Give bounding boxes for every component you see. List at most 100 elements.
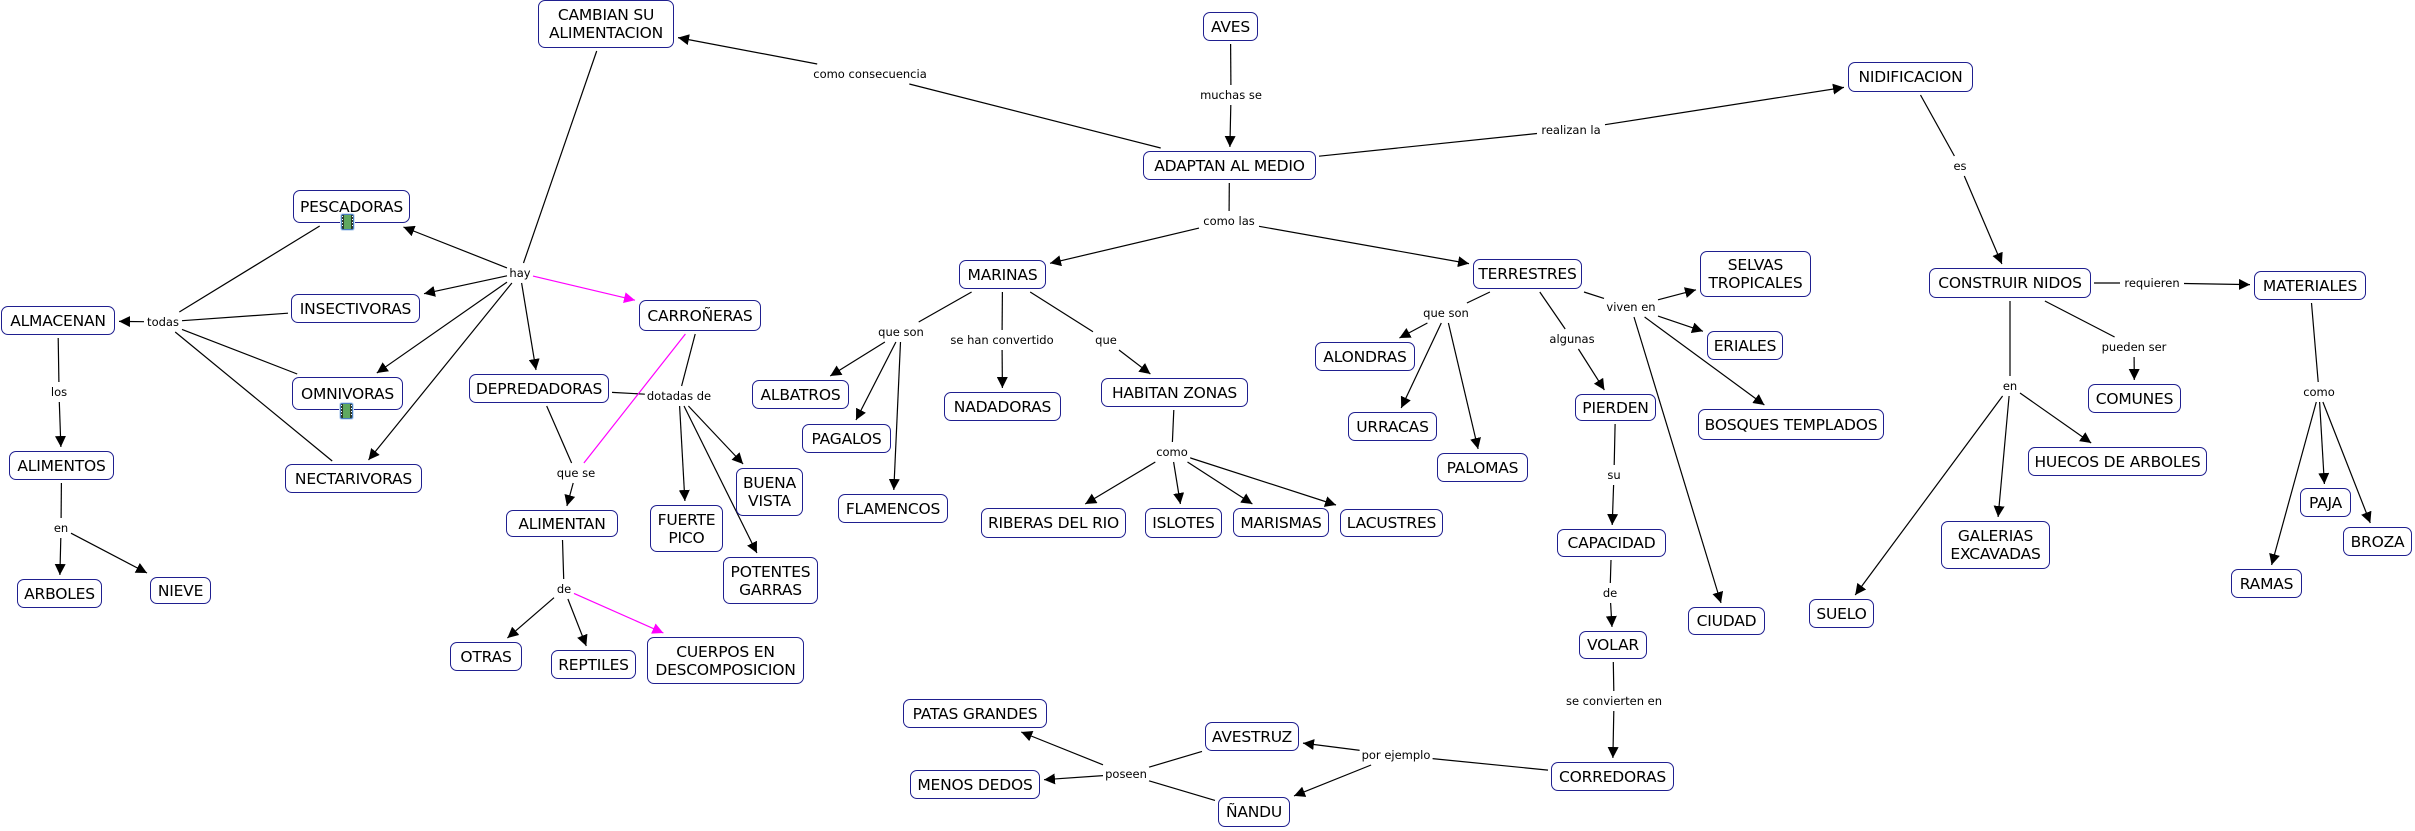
- concept-lacustres[interactable]: LACUSTRES: [1340, 509, 1443, 537]
- concept-patas[interactable]: PATAS GRANDES: [903, 699, 1047, 728]
- link-label-de-alim[interactable]: de: [554, 582, 574, 596]
- link-label-realizan[interactable]: realizan la: [1539, 123, 1603, 137]
- concept-cuerpos[interactable]: CUERPOS EN DESCOMPOSICION: [647, 637, 804, 684]
- concept-ramas[interactable]: RAMAS: [2231, 569, 2302, 598]
- concept-nandu[interactable]: ÑANDU: [1218, 797, 1290, 827]
- concept-flamencos[interactable]: FLAMENCOS: [838, 494, 948, 523]
- link-label-es[interactable]: es: [1951, 159, 1969, 173]
- link-label-consecuencia[interactable]: como consecuencia: [811, 67, 929, 81]
- link-label-los[interactable]: los: [48, 385, 70, 399]
- line-terrestres-to-l_que_son_t: [1466, 291, 1491, 304]
- link-label-su[interactable]: su: [1605, 468, 1623, 482]
- concept-islotes[interactable]: ISLOTES: [1145, 508, 1222, 538]
- arrow-l_como_mat-to-ramas: [2269, 401, 2317, 566]
- concept-alimentan[interactable]: ALIMENTAN: [506, 510, 618, 537]
- link-label-muchas[interactable]: muchas se: [1198, 88, 1264, 102]
- concept-materiales[interactable]: MATERIALES: [2254, 271, 2366, 300]
- concept-insectivoras[interactable]: INSECTIVORAS: [291, 294, 420, 323]
- concept-albatros[interactable]: ALBATROS: [752, 380, 849, 409]
- arrow-l_en_nidos-to-suelo: [1854, 395, 2004, 596]
- film-icon[interactable]: [340, 403, 353, 419]
- concept-selvas[interactable]: SELVAS TROPICALES: [1700, 251, 1811, 297]
- concept-riberas[interactable]: RIBERAS DEL RIO: [981, 508, 1126, 538]
- concept-fuerte[interactable]: FUERTE PICO: [650, 505, 723, 552]
- link-label-hay[interactable]: hay: [507, 266, 533, 280]
- concept-reptiles[interactable]: REPTILES: [551, 650, 636, 679]
- concept-almacenan[interactable]: ALMACENAN: [1, 306, 115, 335]
- link-label-como-las[interactable]: como las: [1201, 214, 1257, 228]
- concept-avestruz[interactable]: AVESTRUZ: [1205, 722, 1299, 751]
- concept-comunes[interactable]: COMUNES: [2088, 384, 2181, 413]
- arrow-l_algunas-to-pierden: [1577, 348, 1605, 391]
- link-label-que-son-m[interactable]: que son: [876, 325, 926, 339]
- arrow-l_requieren-to-materiales: [2183, 278, 2251, 290]
- concept-construir[interactable]: CONSTRUIR NIDOS: [1929, 268, 2091, 298]
- concept-otras[interactable]: OTRAS: [450, 642, 522, 671]
- concept-adaptan[interactable]: ADAPTAN AL MEDIO: [1143, 151, 1316, 180]
- link-label-requieren[interactable]: requieren: [2122, 276, 2182, 290]
- link-label-convertido[interactable]: se han convertido: [948, 333, 1056, 347]
- concept-broza[interactable]: BROZA: [2343, 527, 2412, 556]
- concept-paja[interactable]: PAJA: [2300, 488, 2351, 517]
- concept-nieve[interactable]: NIEVE: [150, 577, 211, 604]
- link-label-pueden[interactable]: pueden ser: [2099, 340, 2169, 354]
- link-label-que-son-t[interactable]: que son: [1421, 306, 1471, 320]
- link-label-como-zonas[interactable]: como: [1154, 445, 1190, 459]
- link-label-convierten[interactable]: se convierten en: [1563, 694, 1665, 708]
- concept-habitan[interactable]: HABITAN ZONAS: [1101, 378, 1248, 407]
- concept-terrestres[interactable]: TERRESTRES: [1473, 259, 1582, 289]
- arrow-l_como_las-to-terrestres: [1258, 225, 1470, 268]
- concept-capacidad[interactable]: CAPACIDAD: [1557, 529, 1666, 557]
- concept-volar[interactable]: VOLAR: [1579, 631, 1647, 659]
- concept-alimentos[interactable]: ALIMENTOS: [9, 451, 114, 480]
- concept-palomas[interactable]: PALOMAS: [1437, 453, 1528, 482]
- concept-bosques[interactable]: BOSQUES TEMPLADOS: [1698, 409, 1884, 440]
- arrow-l_ejemplo-to-nandu: [1293, 764, 1372, 797]
- concept-alondras[interactable]: ALONDRAS: [1315, 342, 1415, 371]
- line-habitan-to-l_como_zonas: [1171, 409, 1175, 443]
- concept-nidificacion[interactable]: NIDIFICACION: [1848, 62, 1973, 92]
- concept-marismas[interactable]: MARISMAS: [1233, 508, 1329, 537]
- concept-marinas[interactable]: MARINAS: [959, 260, 1046, 289]
- concept-galerias[interactable]: GALERIAS EXCAVADAS: [1941, 521, 2050, 569]
- link-label-poseen[interactable]: poseen: [1103, 767, 1149, 781]
- arrow-l_que_se-to-alimentan: [564, 482, 576, 507]
- link-label-todas[interactable]: todas: [145, 315, 181, 329]
- link-label-algunas[interactable]: algunas: [1547, 332, 1597, 346]
- link-label-ejemplo[interactable]: por ejemplo: [1359, 748, 1433, 762]
- link-label-como-mat[interactable]: como: [2301, 385, 2337, 399]
- concept-huecos[interactable]: HUECOS DE ARBOLES: [2028, 447, 2207, 476]
- concept-aves[interactable]: AVES: [1203, 12, 1258, 41]
- concept-pierden[interactable]: PIERDEN: [1575, 394, 1656, 421]
- concept-ciudad[interactable]: CIUDAD: [1688, 607, 1765, 635]
- line-marinas-to-l_que_son_m: [918, 291, 972, 323]
- link-label-en-nidos[interactable]: en: [2000, 379, 2020, 393]
- arrow-l_muchas-to-adaptan: [1224, 104, 1236, 148]
- concept-buena[interactable]: BUENA VISTA: [736, 468, 803, 516]
- concept-potentes[interactable]: POTENTES GARRAS: [723, 557, 818, 604]
- concept-depredadoras[interactable]: DEPREDADORAS: [469, 374, 609, 403]
- line-insectivoras-to-l_todas: [181, 312, 289, 322]
- link-label-dotadas[interactable]: dotadas de: [644, 389, 714, 403]
- link-label-que[interactable]: que: [1093, 333, 1119, 347]
- line-nectarivoras-to-l_todas: [174, 331, 333, 462]
- concept-urracas[interactable]: URRACAS: [1348, 412, 1437, 441]
- concept-nectarivoras[interactable]: NECTARIVORAS: [285, 464, 422, 493]
- concept-menos[interactable]: MENOS DEDOS: [910, 770, 1040, 799]
- concept-eriales[interactable]: ERIALES: [1707, 331, 1783, 360]
- concept-pagalos[interactable]: PAGALOS: [802, 424, 891, 453]
- concept-cambian[interactable]: CAMBIAN SU ALIMENTACION: [538, 0, 674, 48]
- concept-arboles[interactable]: ARBOLES: [17, 579, 102, 608]
- link-label-en-alim[interactable]: en: [51, 521, 71, 535]
- line-avestruz-to-l_poseen: [1148, 750, 1203, 768]
- concept-nadadoras[interactable]: NADADORAS: [944, 392, 1061, 421]
- link-label-de-volar[interactable]: de: [1600, 586, 1620, 600]
- arrow-l_consecuencia-to-cambian: [677, 34, 818, 65]
- link-label-viven[interactable]: viven en: [1604, 300, 1658, 314]
- concept-corredoras[interactable]: CORREDORAS: [1551, 762, 1674, 791]
- concept-carroneras[interactable]: CARROÑERAS: [639, 300, 761, 331]
- link-label-que-se[interactable]: que se: [554, 466, 598, 480]
- concept-suelo[interactable]: SUELO: [1809, 599, 1874, 628]
- film-icon[interactable]: [341, 214, 354, 230]
